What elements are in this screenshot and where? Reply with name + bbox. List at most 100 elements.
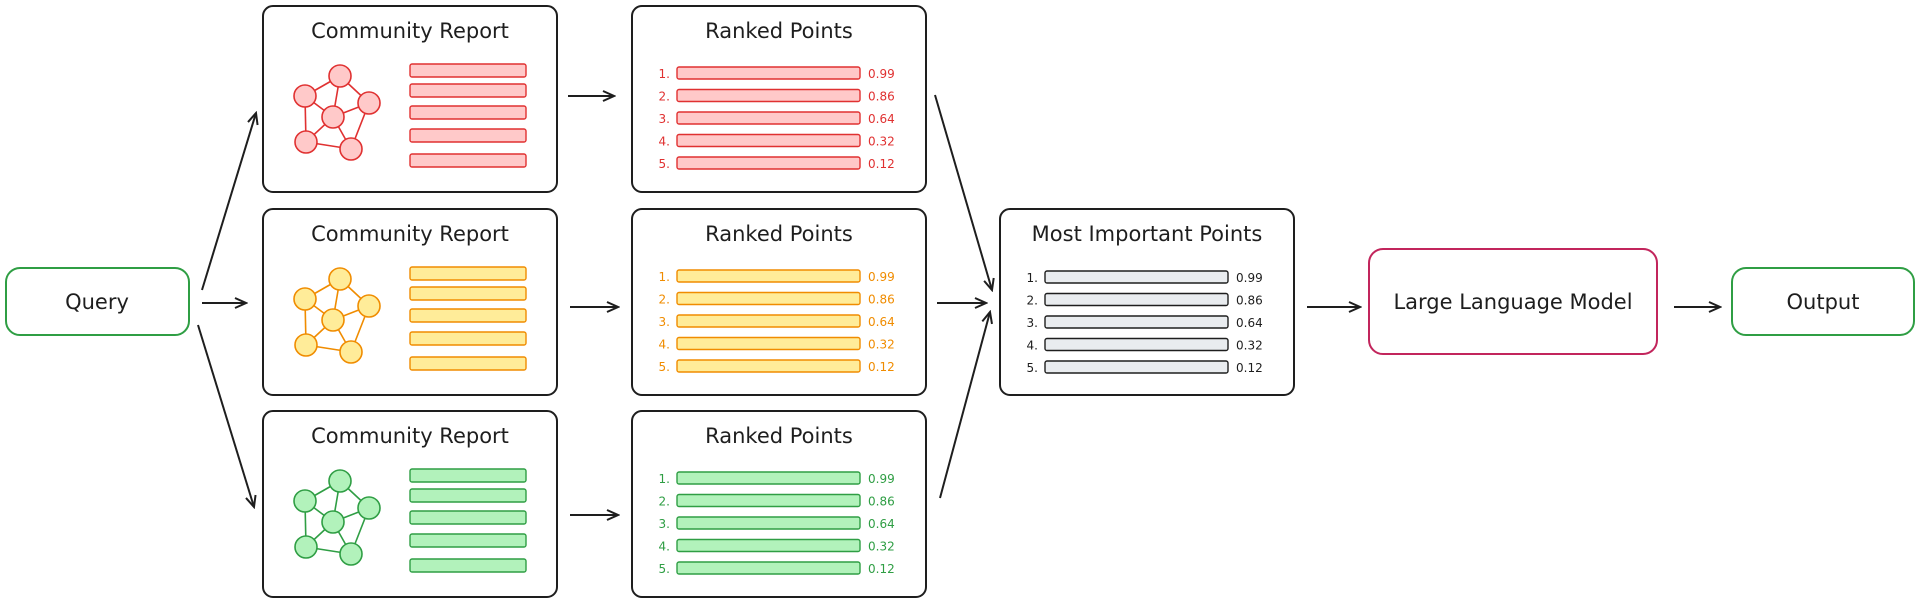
graph-node xyxy=(328,469,352,493)
ranked-item: 1.0.99 xyxy=(659,66,895,81)
report-text-line xyxy=(409,153,527,168)
community-report-title: Community Report xyxy=(311,424,509,448)
report-text-line xyxy=(409,128,527,143)
ranked-points-2: Ranked Points1.0.992.0.863.0.644.0.325.0… xyxy=(631,208,927,396)
report-text-line xyxy=(409,286,527,301)
arrow-ranked-1-to-important xyxy=(934,94,992,290)
ranked-item-number: 4. xyxy=(1027,339,1038,353)
community-report-frame xyxy=(262,5,558,193)
report-text-line xyxy=(409,63,527,78)
ranked-item-score: 0.32 xyxy=(868,338,895,352)
graph-node xyxy=(321,510,345,534)
ranked-item-score: 0.12 xyxy=(868,562,895,576)
ranked-item: 1. 0.99 xyxy=(659,471,895,486)
graph-node xyxy=(339,340,363,364)
graph-node xyxy=(294,535,318,559)
llm-node: Large Language Model xyxy=(1368,248,1658,355)
community-report-3: Community Report xyxy=(262,410,558,598)
community-report-1: Community Report xyxy=(262,5,558,193)
report-text-line xyxy=(409,266,527,281)
report-text-lines xyxy=(409,266,527,371)
report-text-lines xyxy=(409,468,527,573)
ranked-item-number: 4. xyxy=(659,135,670,149)
arrow-query-to-report-1 xyxy=(201,113,256,291)
report-text-line xyxy=(409,83,527,98)
ranked-item-number: 2. xyxy=(659,293,670,307)
ranked-item-number: 3. xyxy=(659,112,670,126)
ranked-item: 3. 0.64 xyxy=(659,111,895,126)
ranked-points-1-title: Ranked Points xyxy=(705,19,853,43)
report-text-line xyxy=(409,356,527,371)
ranked-item-bar xyxy=(676,88,861,103)
report-text-line xyxy=(409,331,527,346)
graph-node xyxy=(293,84,317,108)
graph-node xyxy=(293,287,317,311)
ranked-item-number: 4. xyxy=(659,338,670,352)
ranked-item: 5. 0.12 xyxy=(659,359,895,374)
graph-node xyxy=(294,130,318,154)
llm-label: Large Language Model xyxy=(1393,290,1632,314)
ranked-item: 3. 0.64 xyxy=(1027,315,1263,330)
ranked-item-bar xyxy=(1044,337,1229,352)
ranked-points-2-title: Ranked Points xyxy=(705,222,853,246)
ranked-item-score: 0.12 xyxy=(1236,361,1263,375)
graph-node xyxy=(321,308,345,332)
community-report-title: Community Report xyxy=(311,19,509,43)
ranked-item-number: 3. xyxy=(1027,316,1038,330)
community-graph xyxy=(293,64,381,161)
ranked-item-number: 1. xyxy=(659,472,670,486)
ranked-item-number: 4. xyxy=(659,540,670,554)
report-text-line xyxy=(409,468,527,483)
ranked-item: 4.0.32 xyxy=(659,133,895,149)
output-node: Output xyxy=(1731,267,1915,336)
community-report-title: Community Report xyxy=(311,222,509,246)
ranked-item-bar xyxy=(676,471,861,485)
report-text-line xyxy=(409,105,527,120)
ranked-item-number: 5. xyxy=(659,157,670,171)
arrow-query-to-report-3 xyxy=(197,324,254,507)
ranked-item-bar xyxy=(676,156,861,170)
report-text-line xyxy=(409,533,527,548)
ranked-item-bar xyxy=(1044,360,1229,374)
ranked-item-bar xyxy=(676,561,861,575)
ranked-item: 2.0.86 xyxy=(1027,292,1263,308)
ranked-item-number: 2. xyxy=(659,495,670,509)
ranked-item-bar xyxy=(676,516,861,530)
ranked-item: 1.0.99 xyxy=(659,269,895,284)
ranked-item: 1.0.99 xyxy=(1027,270,1263,285)
report-text-line xyxy=(409,488,527,503)
ranked-item-score: 0.64 xyxy=(868,112,895,126)
ranked-item-number: 5. xyxy=(1027,361,1038,375)
ranked-points-3-title: Ranked Points xyxy=(705,424,853,448)
ranked-item-number: 5. xyxy=(659,562,670,576)
ranked-item-number: 2. xyxy=(1027,294,1038,308)
most-important-points-box-title: Most Important Points xyxy=(1032,222,1263,246)
ranked-item-score: 0.64 xyxy=(1236,316,1263,330)
ranked-item-score: 0.99 xyxy=(868,472,895,486)
ranked-points-columns: Ranked Points1.0.992.0.863.0.644.0.325.0… xyxy=(631,5,927,598)
graph-node xyxy=(328,267,352,291)
graph-node xyxy=(321,105,345,129)
report-text-line xyxy=(409,510,527,525)
graph-node xyxy=(357,294,381,318)
ranked-item-score: 0.64 xyxy=(868,315,895,329)
ranked-item-bar xyxy=(676,66,861,80)
ranked-item-score: 0.12 xyxy=(868,360,895,374)
graph-node xyxy=(294,333,318,357)
arrow-ranked-3-to-important xyxy=(939,312,990,499)
ranked-item-number: 5. xyxy=(659,360,670,374)
ranked-item-number: 1. xyxy=(659,67,670,81)
ranked-item: 2.0.86 xyxy=(659,88,895,104)
report-text-lines xyxy=(409,63,527,168)
ranked-item: 5. 0.12 xyxy=(1027,360,1263,375)
report-text-line xyxy=(409,558,527,573)
ranked-item-bar xyxy=(1044,315,1229,329)
ranked-item-number: 1. xyxy=(659,270,670,284)
graph-node xyxy=(328,64,352,88)
ranked-item: 4.0.32 xyxy=(659,538,895,554)
ranked-points-1: Ranked Points 1.0.99 2.0.86 3. 0.64 4.0.32 5. 0… xyxy=(631,5,927,193)
ranked-item-bar xyxy=(676,133,861,148)
ranked-item-number: 1. xyxy=(1027,271,1038,285)
